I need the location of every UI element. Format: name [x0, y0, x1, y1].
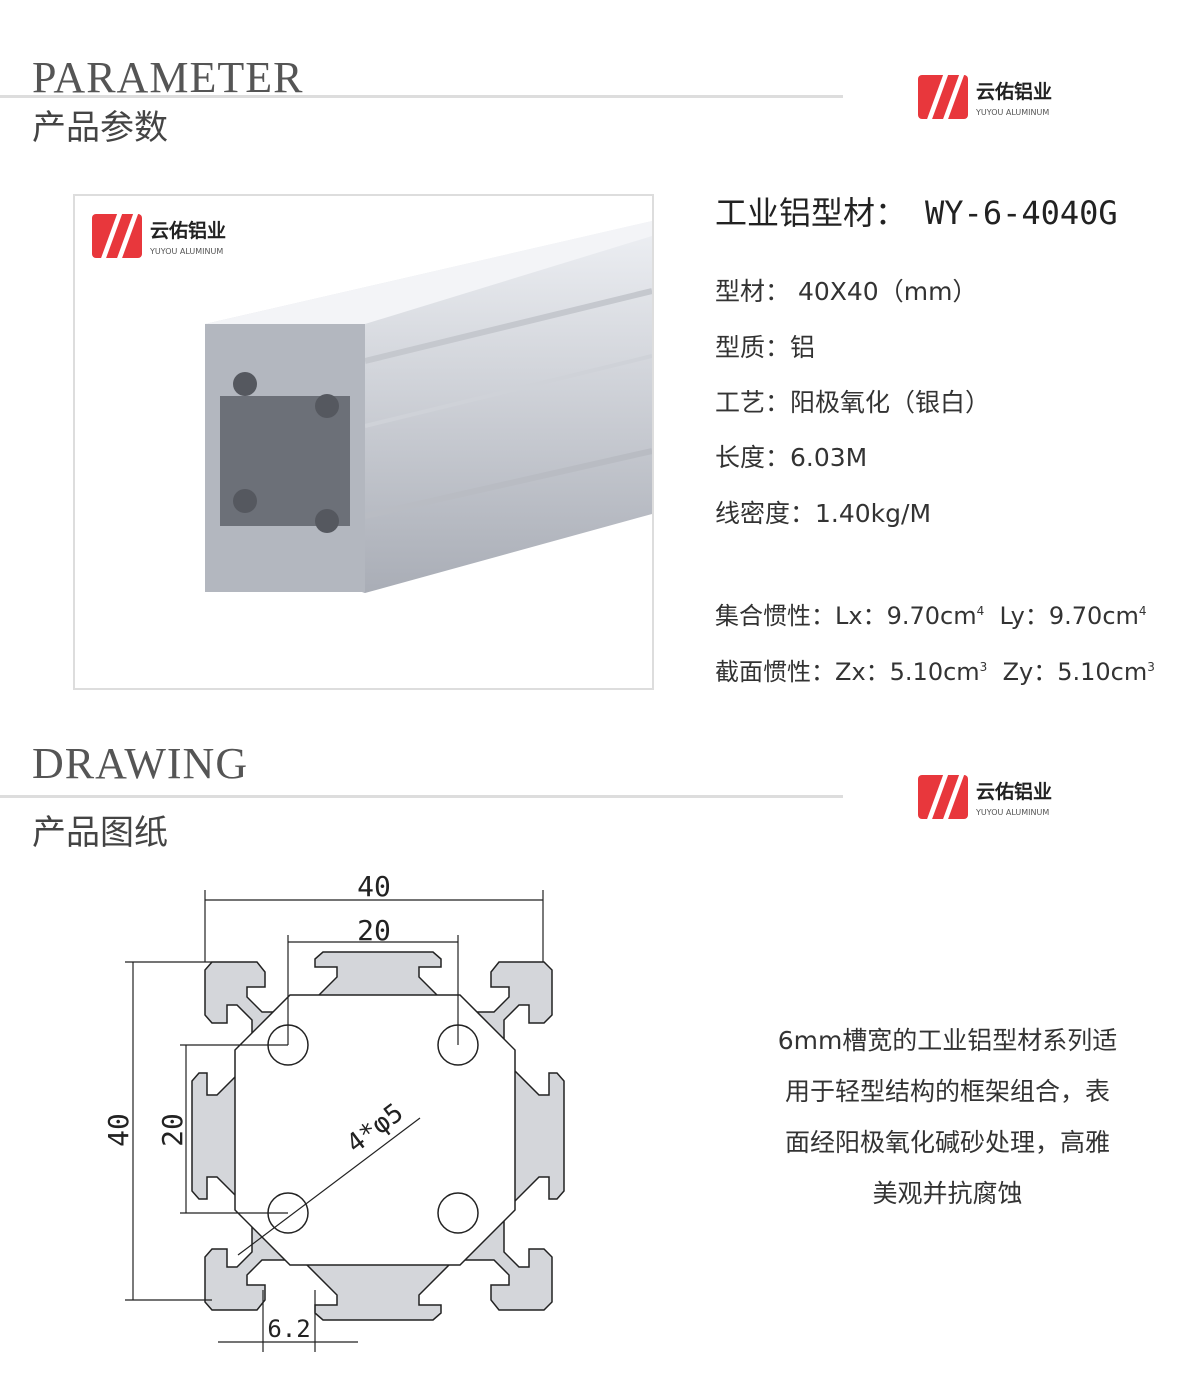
- aluminum-profile-image: [205, 221, 652, 593]
- logo-mark-icon: [918, 775, 968, 819]
- section-title-cn: 产品参数: [32, 108, 168, 148]
- product-description: 6mm槽宽的工业铝型材系列适 用于轻型结构的框架组合，表 面经阳极氧化碱砂处理，…: [777, 1026, 1118, 1208]
- technical-drawing: 40 20 40 20 4*φ5 6.2: [102, 870, 565, 1352]
- brand-name: 云佑铝业: [976, 781, 1053, 803]
- dim-slot: 6.2: [267, 1315, 310, 1343]
- brand-logo: 云佑铝业 YUYOU ALUMINUM: [918, 775, 1052, 819]
- dim-inner-height: 20: [156, 1113, 189, 1147]
- logo-mark-icon: [918, 75, 968, 119]
- brand-name: 云佑铝业: [150, 220, 227, 242]
- product-title: 工业铝型材：WY-6-4040G: [715, 194, 1118, 232]
- product-model: WY-6-4040G: [925, 194, 1118, 232]
- dim-width: 40: [357, 870, 391, 903]
- spec-inertia: 集合惯性：Lx：9.70cm4 Ly：9.70cm4: [715, 602, 1147, 630]
- section-title-en: PARAMETER: [32, 53, 304, 102]
- dim-height: 40: [102, 1113, 135, 1147]
- brand-name-en: YUYOU ALUMINUM: [150, 247, 224, 256]
- brand-name: 云佑铝业: [976, 81, 1053, 103]
- spec-profile: 型材： 40X40（mm）: [715, 277, 978, 306]
- divider: [0, 795, 843, 798]
- section-title-cn: 产品图纸: [32, 813, 168, 853]
- product-photo: 云佑铝业 YUYOU ALUMINUM: [73, 194, 654, 690]
- logo-mark-icon: [92, 214, 142, 258]
- brand-name-en: YUYOU ALUMINUM: [976, 808, 1050, 817]
- spec-material: 型质：铝: [715, 333, 816, 362]
- spec-process: 工艺：阳极氧化（银白）: [715, 388, 991, 417]
- divider: [0, 95, 843, 98]
- spec-length: 长度：6.03M: [715, 443, 868, 472]
- spec-section: 截面惯性：Zx：5.10cm3 Zy：5.10cm3: [715, 658, 1155, 686]
- photo-logo: 云佑铝业 YUYOU ALUMINUM: [92, 214, 226, 258]
- brand-name-en: YUYOU ALUMINUM: [976, 108, 1050, 117]
- dim-inner-width: 20: [357, 914, 391, 947]
- spec-density: 线密度：1.40kg/M: [715, 499, 932, 528]
- section-title-en: DRAWING: [32, 739, 249, 788]
- brand-logo: 云佑铝业 YUYOU ALUMINUM: [918, 75, 1052, 119]
